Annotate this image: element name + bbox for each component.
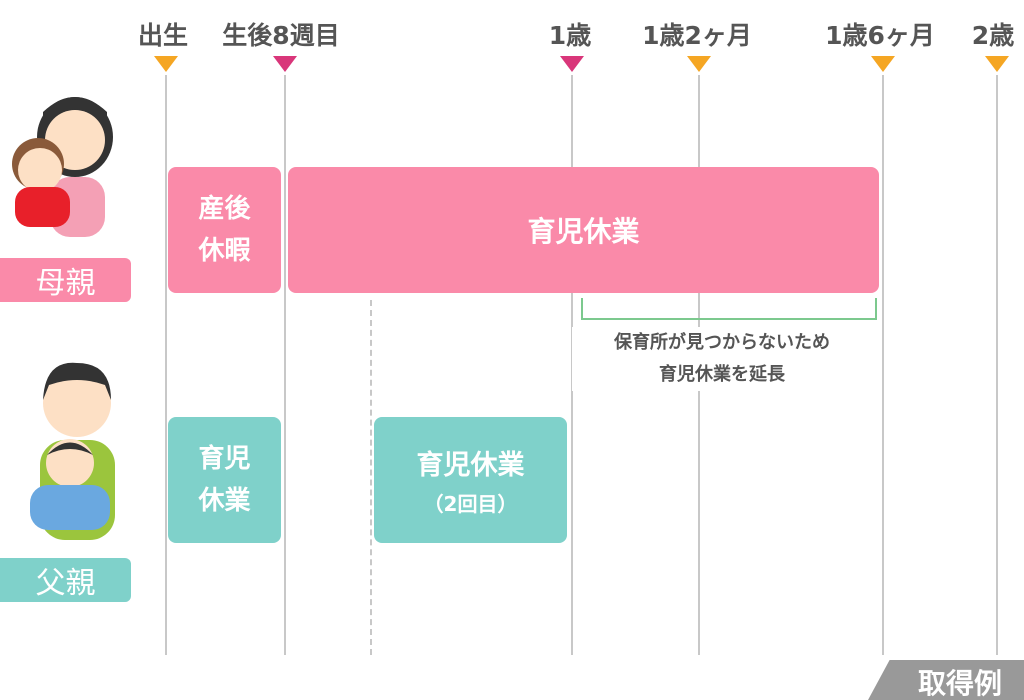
- maternity-leave-text: 産後: [198, 194, 251, 224]
- father-role-label: 父親: [0, 558, 131, 602]
- timeline-label-birth: 出生: [137, 21, 189, 50]
- timeline-line: [165, 75, 167, 655]
- extension-bracket: [581, 298, 877, 320]
- maternity-leave-bar: 産後休暇: [168, 167, 281, 293]
- marker-8weeks: [273, 56, 297, 72]
- marker-2y: [985, 56, 1009, 72]
- mother-role-label: 母親: [0, 258, 131, 302]
- marker-1y6m: [871, 56, 895, 72]
- timeline-label-2y: 2歳: [971, 21, 1015, 50]
- leave-sub-text: （2回目）: [423, 492, 518, 516]
- mother-illustration: [12, 97, 113, 237]
- timeline-label-8weeks: 生後8週目: [222, 21, 340, 50]
- father-illustration: [30, 362, 115, 540]
- note-line: 保育所が見つからないため: [614, 332, 830, 353]
- leave-text: 休業: [198, 486, 251, 516]
- timeline-line: [996, 75, 998, 655]
- dashed-line: [370, 300, 372, 655]
- leave-text: 育児: [198, 444, 251, 474]
- father-leave-bar-1: 育児休業: [168, 417, 281, 543]
- timeline-label-1y6m: 1歳6ヶ月: [825, 21, 935, 50]
- childcare-leave-text: 育児休業: [527, 215, 640, 248]
- timeline-line: [284, 75, 286, 655]
- marker-1y: [560, 56, 584, 72]
- marker-birth: [154, 56, 178, 72]
- footer-tab: 取得例: [868, 660, 1024, 700]
- marker-1y2m: [687, 56, 711, 72]
- timeline-label-1y2m: 1歳2ヶ月: [642, 21, 752, 50]
- leave-text: 育児休業: [416, 450, 525, 481]
- timeline-line: [882, 75, 884, 655]
- maternity-leave-text: 休暇: [198, 236, 251, 266]
- mother-childcare-leave-bar: 育児休業: [288, 167, 879, 293]
- timeline-label-1y: 1歳: [548, 21, 592, 50]
- father-leave-bar-2: 育児休業 （2回目）: [374, 417, 567, 543]
- extension-note: 保育所が見つからないため育児休業を延長: [572, 327, 872, 391]
- note-line: 育児休業を延長: [659, 364, 785, 385]
